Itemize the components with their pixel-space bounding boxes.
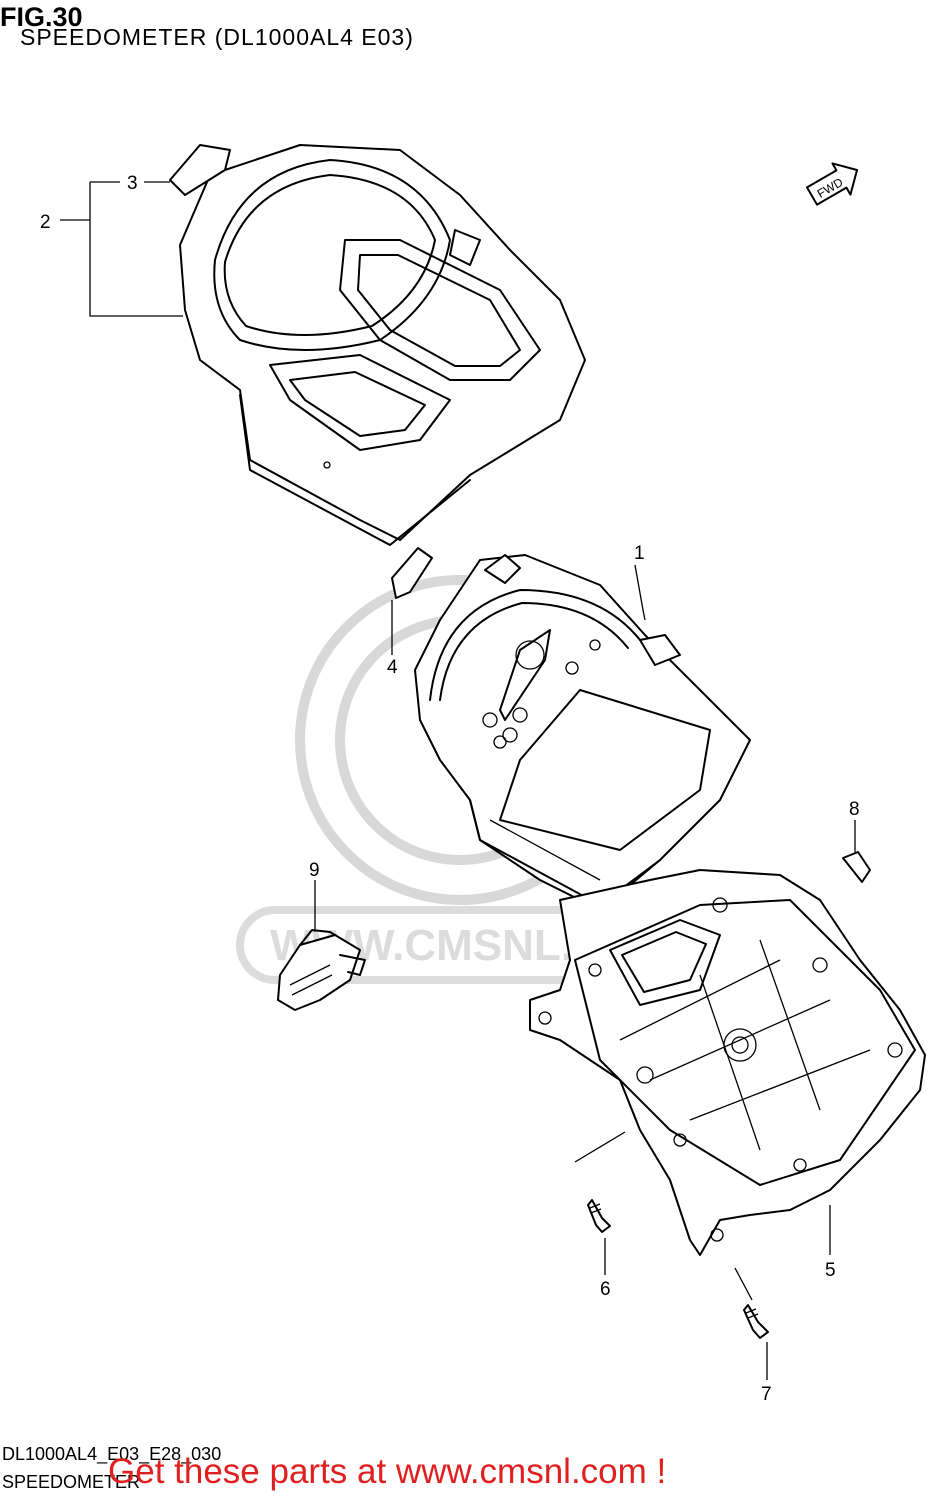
diagram-code: DL1000AL4_E03_E28_030 — [2, 1444, 222, 1464]
leader-lines — [60, 181, 856, 1380]
part-4-clip — [391, 547, 433, 599]
callout-9: 9 — [309, 860, 320, 881]
callout-8: 8 — [849, 799, 860, 820]
part-1-meter-assembly — [414, 554, 751, 912]
part-5-lower-case — [529, 869, 926, 1256]
part-7-screw — [743, 1304, 769, 1339]
part-8-clip — [842, 851, 871, 883]
section-name: SPEEDOMETER — [2, 1472, 141, 1492]
callout-1: 1 — [634, 543, 645, 564]
promo-link[interactable]: Get these parts at www.cmsnl.com ! — [108, 1452, 667, 1491]
figure-title: SPEEDOMETER (DL1000AL4 E03) — [20, 24, 414, 50]
forward-arrow-icon: FWD — [806, 162, 859, 206]
callout-5: 5 — [825, 1260, 836, 1281]
callout-2: 2 — [40, 212, 51, 233]
part-6-screw — [587, 1199, 611, 1233]
callout-7: 7 — [761, 1384, 772, 1405]
callout-6: 6 — [600, 1279, 611, 1300]
callout-4: 4 — [387, 657, 398, 678]
callout-3: 3 — [127, 173, 138, 194]
part-9-connector — [277, 929, 366, 1011]
figure-number: FIG.30 — [0, 2, 83, 32]
part-2-meter-cover — [169, 144, 586, 546]
